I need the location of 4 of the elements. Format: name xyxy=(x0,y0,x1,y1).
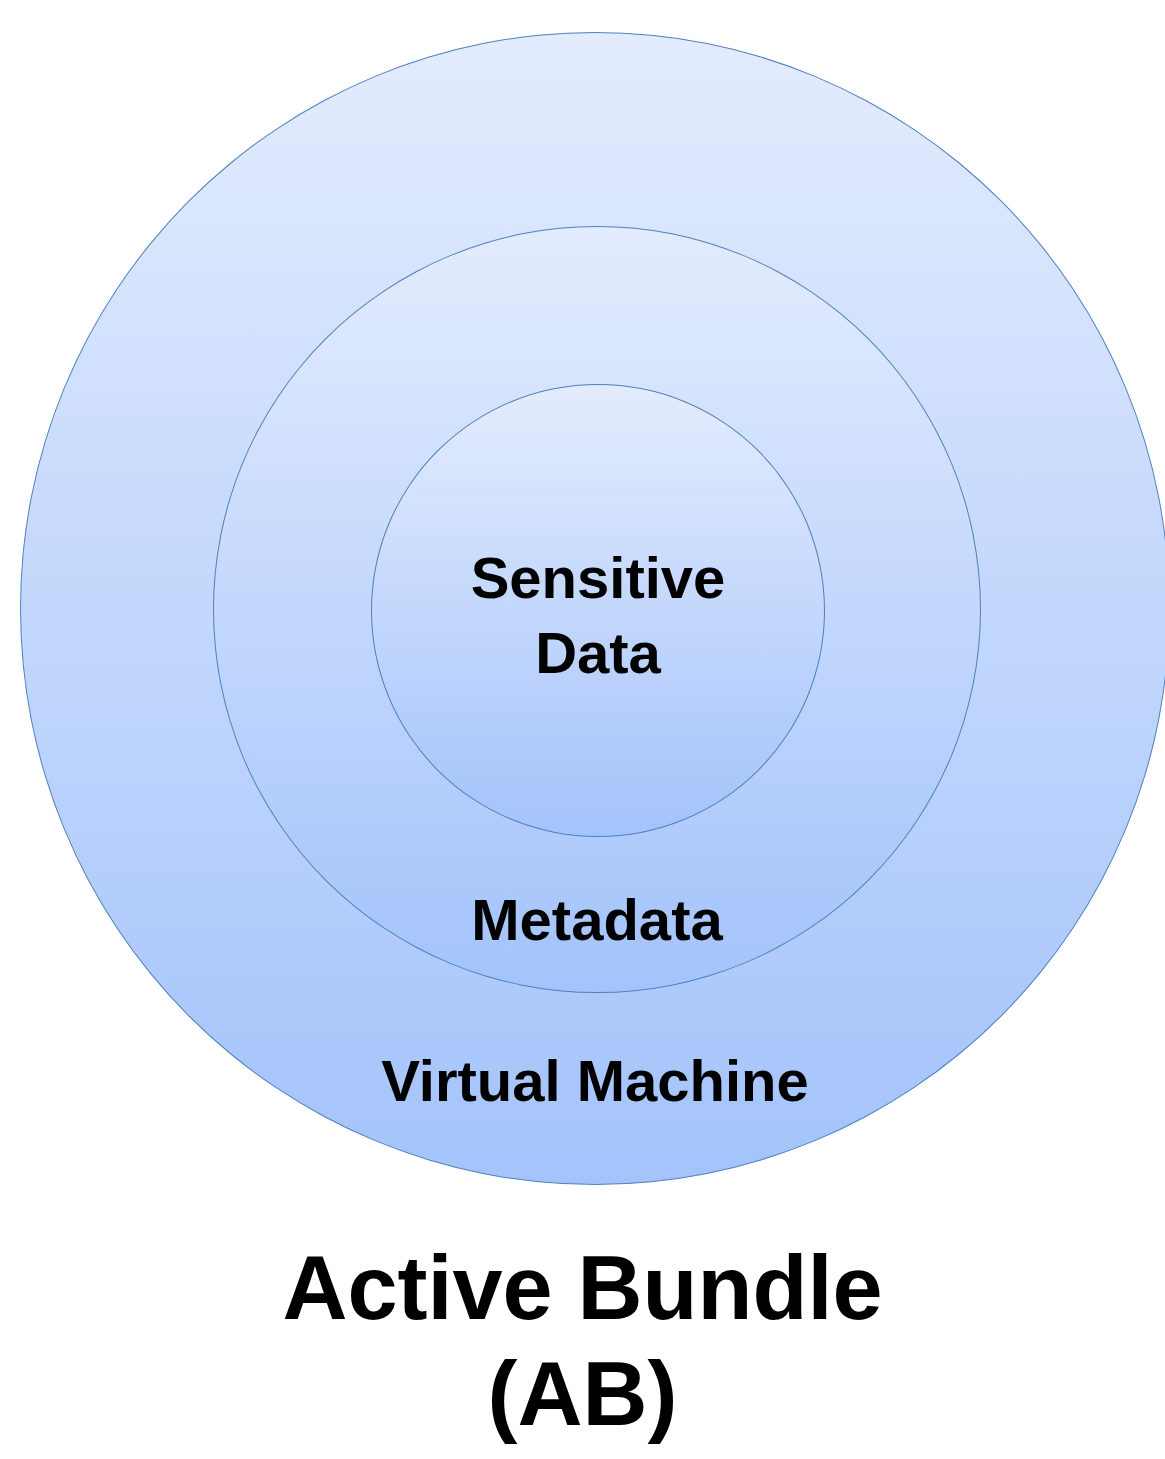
caption: Active Bundle (AB) xyxy=(281,1237,884,1447)
layer-label: Sensitive Data xyxy=(469,544,727,688)
layer-label: Metadata xyxy=(471,886,723,954)
layer-label: Virtual Machine xyxy=(381,1047,809,1115)
